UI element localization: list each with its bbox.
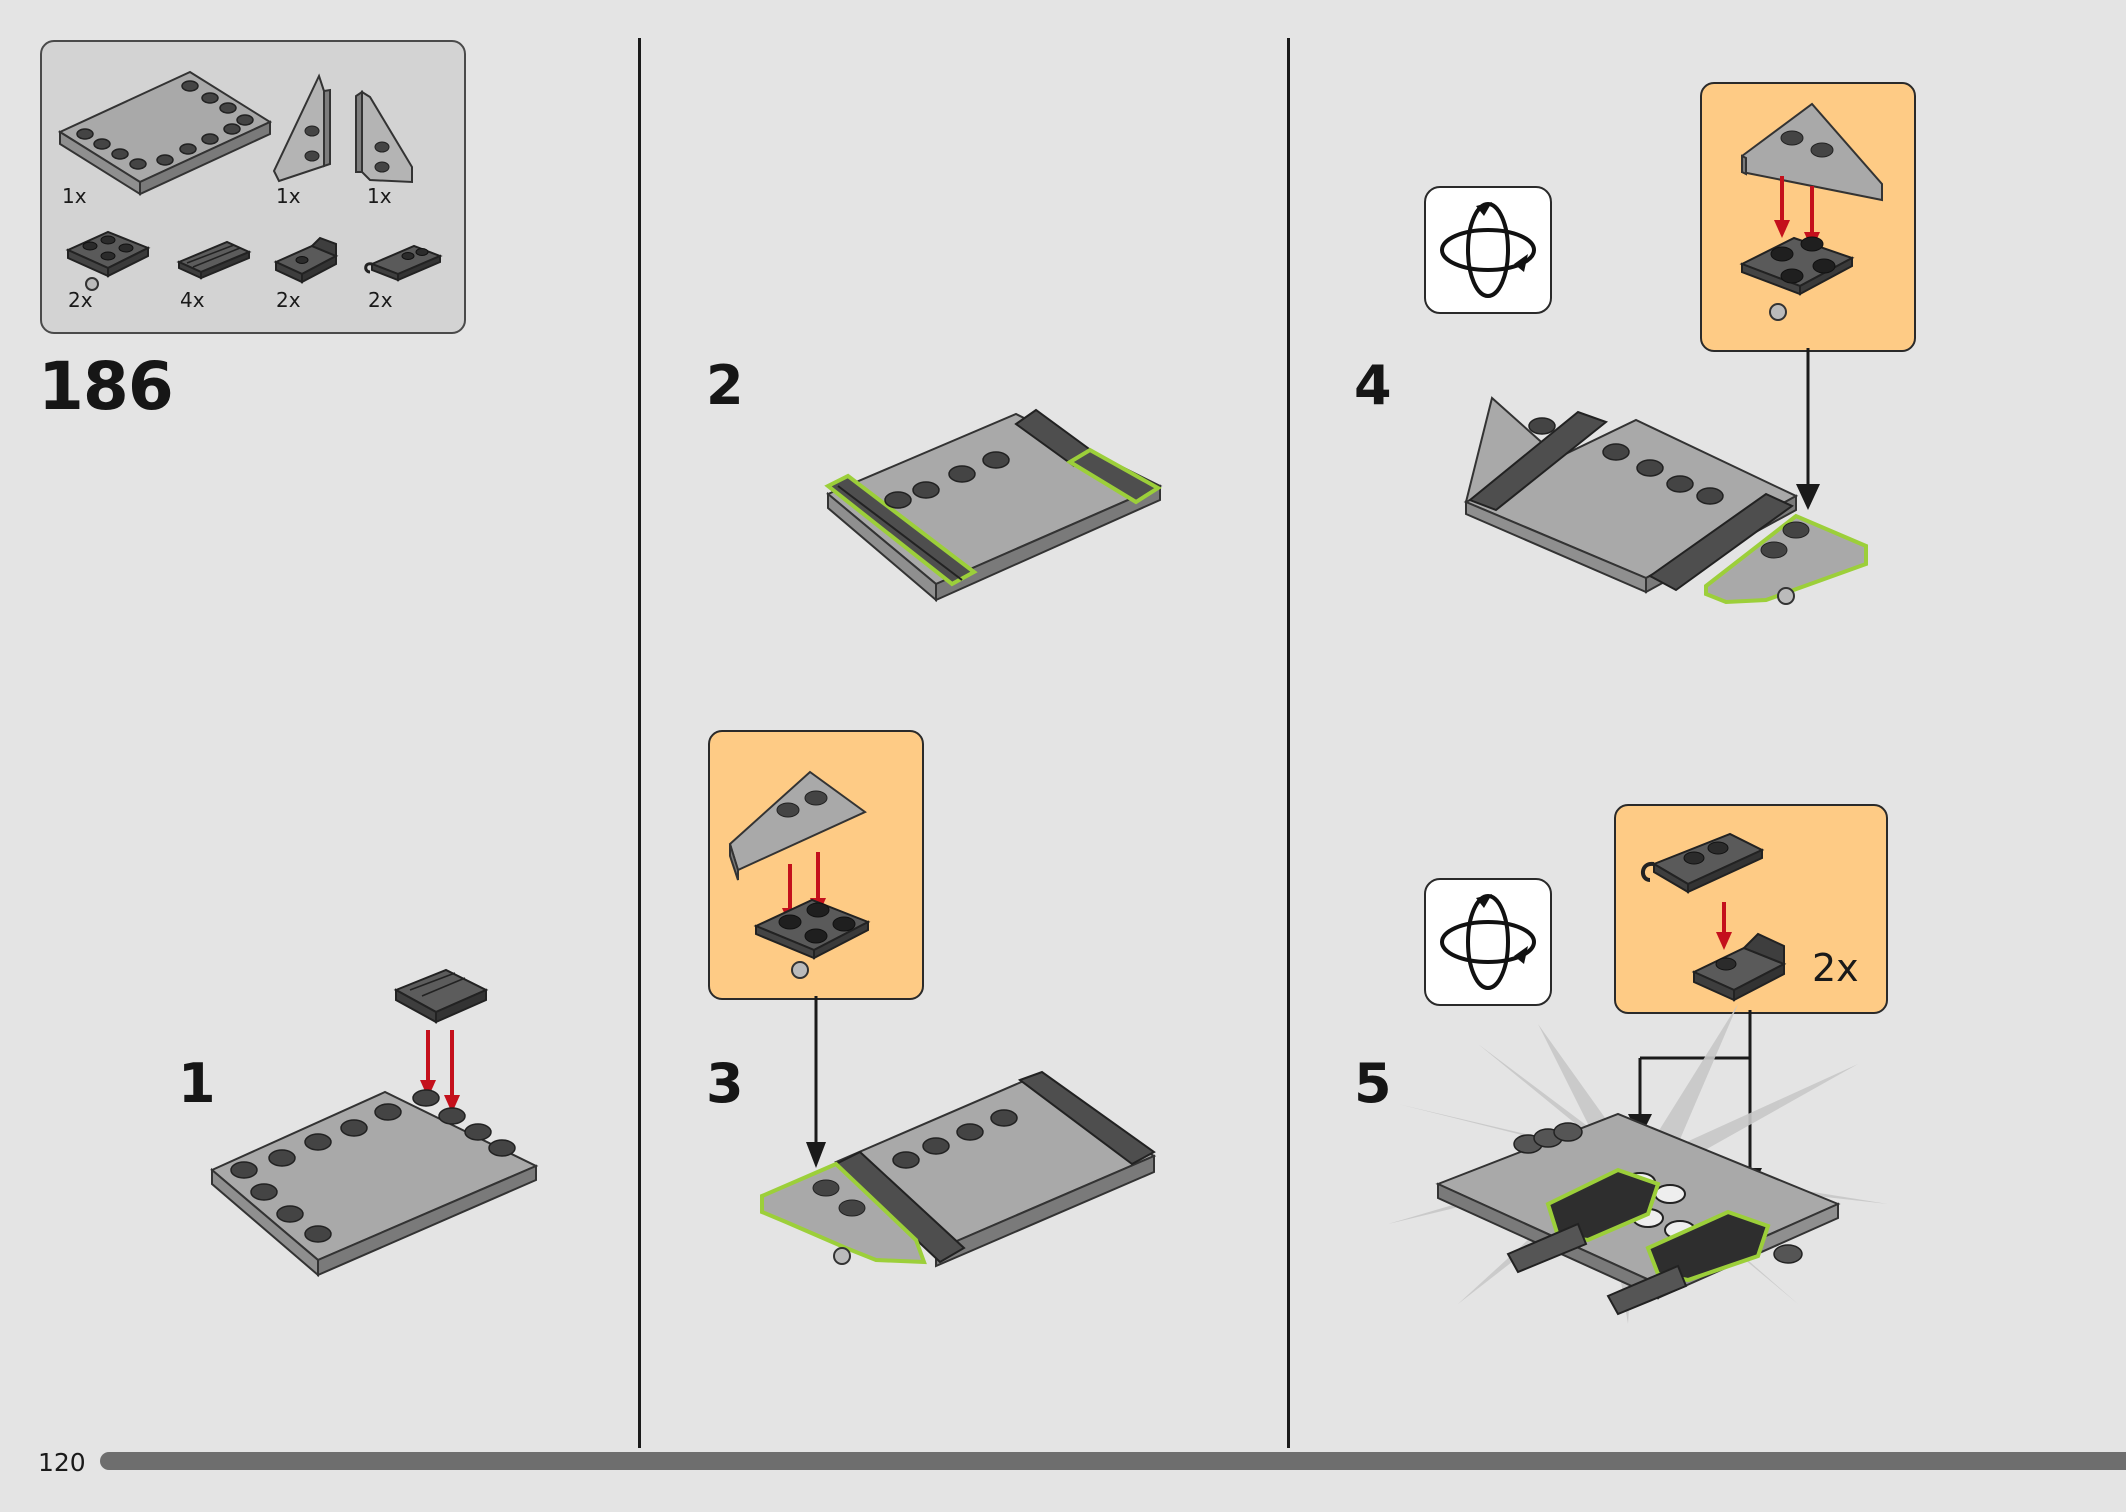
part-qty: 1x	[62, 184, 87, 208]
progress-bar	[100, 1452, 2126, 1470]
part-qty: 2x	[68, 288, 93, 312]
rotate-model-icon	[1424, 186, 1552, 314]
wedge-plate-right-icon	[355, 90, 413, 184]
step-number: 3	[706, 1052, 744, 1115]
wedge-onto-plate-icon	[1739, 102, 1883, 321]
step4-assembly	[1463, 396, 1868, 605]
step-number: 4	[1354, 354, 1392, 417]
main-step-number: 186	[38, 348, 174, 425]
column-divider-left	[638, 38, 641, 1448]
tile-grille-icon	[176, 240, 252, 280]
plate-clip-icon	[364, 244, 443, 282]
wedge-plate-left-icon	[272, 73, 331, 183]
step-number: 5	[1354, 1052, 1392, 1115]
step-number: 2	[706, 354, 744, 417]
page-number: 120	[38, 1448, 86, 1477]
clip-onto-slope-icon	[1641, 832, 1787, 1002]
step4-callout	[1700, 82, 1916, 352]
step4-connector-arrow	[1796, 348, 1820, 510]
column-divider-right	[1287, 38, 1290, 1448]
part-qty: 2x	[368, 288, 393, 312]
step2-assembly	[824, 408, 1163, 603]
step5-assembly	[1388, 1004, 1888, 1324]
plate-4x6-icon	[57, 70, 273, 196]
parts-list: 1x 1x 1x 2x 4x 2x 2x	[40, 40, 466, 334]
step3-connector-arrow	[806, 996, 826, 1168]
plate-2x2-wheels-icon	[65, 230, 151, 291]
slope-curved-icon	[273, 236, 339, 284]
step1-assembly	[210, 968, 539, 1278]
rotate-model-icon	[1424, 878, 1552, 1006]
step-number: 1	[178, 1052, 216, 1115]
part-qty: 4x	[180, 288, 205, 312]
part-qty: 1x	[367, 184, 392, 208]
step5-callout: 2x	[1614, 804, 1888, 1014]
part-qty: 2x	[276, 288, 301, 312]
step3-callout	[708, 730, 924, 1000]
wedge-onto-plate-icon	[728, 770, 871, 979]
multiplier-label: 2x	[1812, 946, 1859, 990]
step3-assembly	[760, 1070, 1157, 1268]
part-qty: 1x	[276, 184, 301, 208]
